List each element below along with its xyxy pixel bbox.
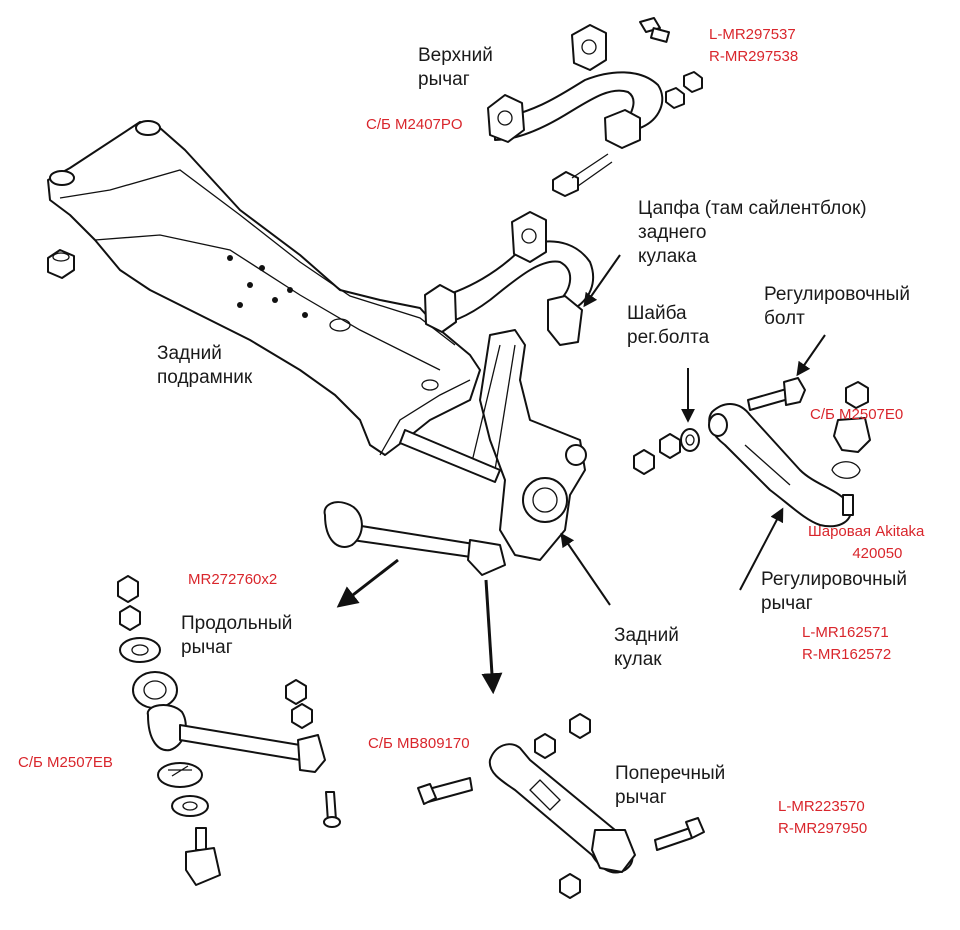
label-upper-arm: Верхний рычаг — [418, 44, 493, 92]
label-trailing-arm: Продольный рычаг — [181, 612, 292, 660]
label-line: рег.болта — [627, 327, 710, 348]
part-number: Шаровая Akitaka — [808, 523, 925, 540]
rear-knuckle — [469, 329, 587, 561]
part-upper-bushing: С/Б M2407PO — [366, 114, 463, 136]
label-line: заднего — [638, 222, 707, 243]
rear-subframe — [47, 120, 481, 456]
adjusting-arm — [633, 377, 871, 528]
pointer-arrows — [336, 254, 826, 695]
label-line: Регулировочный — [764, 284, 910, 305]
part-lateral-arm: L-MR223570 R-MR297950 — [778, 796, 867, 840]
label-line: кулак — [614, 649, 662, 670]
lateral-arm — [417, 713, 705, 899]
part-number: L-MR223570 — [778, 798, 865, 815]
part-number: 420050 — [852, 545, 903, 562]
label-line: рычаг — [615, 787, 667, 808]
rods — [323, 429, 506, 576]
label-line: кулака — [638, 246, 697, 267]
part-number: R-MR162572 — [802, 646, 892, 663]
label-adj-bolt: Регулировочный болт — [764, 283, 910, 331]
part-trailing-bushing: С/Б M2507EB — [18, 752, 113, 774]
part-number: R-MR297950 — [778, 820, 868, 837]
upper-arm-exploded — [487, 17, 703, 197]
part-trailing: MR272760x2 — [188, 569, 277, 591]
label-line: Шайба — [627, 303, 687, 324]
label-line: Цапфа (там сайлентблок) — [638, 198, 867, 219]
nut-icon — [47, 249, 75, 279]
label-line: Поперечный — [615, 763, 726, 784]
label-line: Верхний — [418, 45, 493, 66]
part-adj-bushing: С/Б M2507E0 — [810, 404, 903, 426]
label-trunnion: Цапфа (там сайлентблок) заднего кулака — [638, 197, 867, 269]
trailing-arm — [117, 575, 341, 886]
part-lateral-bushing: С/Б MB809170 — [368, 733, 470, 755]
part-number: L-MR162571 — [802, 624, 889, 641]
label-line: Задний — [157, 343, 222, 364]
label-knuckle: Задний кулак — [614, 624, 679, 672]
label-line: рычаг — [181, 637, 233, 658]
label-line: подрамник — [157, 367, 253, 388]
label-lateral-arm: Поперечный рычаг — [615, 762, 725, 810]
part-number: С/Б M2507EB — [18, 754, 113, 771]
part-upper-arm: L-MR297537 R-MR297538 — [709, 24, 798, 68]
part-number: R-MR297538 — [709, 48, 799, 65]
upper-arm-assembled — [424, 211, 595, 346]
label-line: рычаг — [761, 593, 813, 614]
label-washer: Шайба рег.болта — [627, 302, 709, 350]
part-adj-arm: L-MR162571 R-MR162572 — [802, 622, 891, 666]
part-number: С/Б M2507E0 — [810, 406, 904, 423]
label-line: Регулировочный — [761, 569, 907, 590]
part-number: С/Б M2407PO — [366, 116, 463, 133]
label-line: Задний — [614, 625, 679, 646]
label-line: болт — [764, 308, 805, 329]
label-line: рычаг — [418, 69, 470, 90]
part-ball-joint: Шаровая Akitaka 420050 — [808, 521, 924, 565]
part-number: MR272760x2 — [188, 571, 278, 588]
label-subframe: Задний подрамник — [157, 342, 252, 390]
part-number: L-MR297537 — [709, 26, 796, 43]
label-adj-arm: Регулировочный рычаг — [761, 568, 907, 616]
part-number: С/Б MB809170 — [368, 735, 470, 752]
label-line: Продольный — [181, 613, 293, 634]
